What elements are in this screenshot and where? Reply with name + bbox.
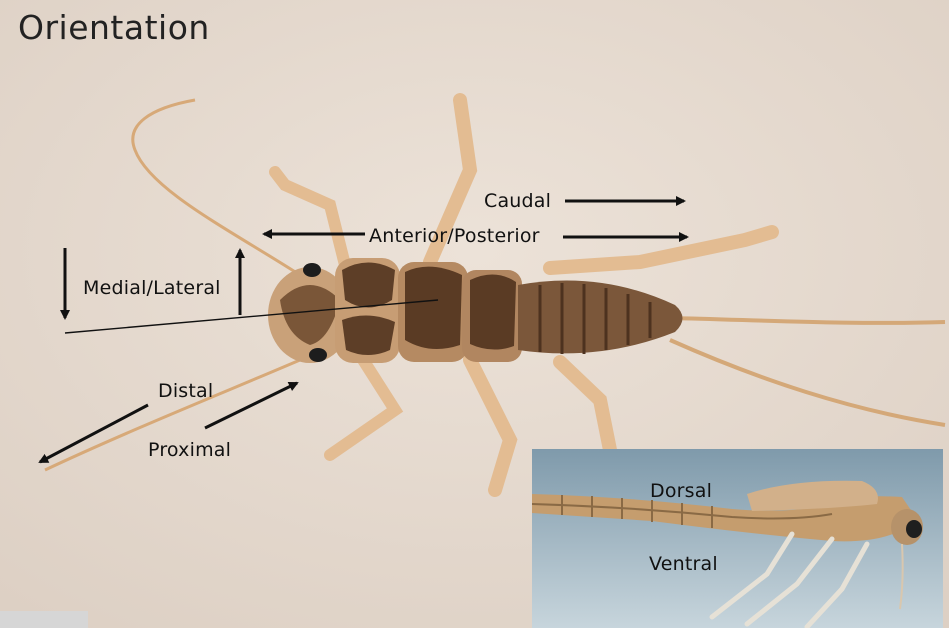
corner-tab <box>0 611 88 628</box>
label-caudal: Caudal <box>484 192 551 211</box>
label-dorsal: Dorsal <box>650 482 712 501</box>
title-orientation: Orientation <box>18 8 210 47</box>
label-anterior-posterior: Anterior/Posterior <box>369 227 540 246</box>
label-proximal: Proximal <box>148 441 231 460</box>
side-view-photo <box>532 449 943 628</box>
inset-side-view: Dorsal Ventral <box>532 449 943 628</box>
label-ventral: Ventral <box>649 555 718 574</box>
label-medial-lateral: Medial/Lateral <box>83 279 221 298</box>
label-distal: Distal <box>158 382 213 401</box>
